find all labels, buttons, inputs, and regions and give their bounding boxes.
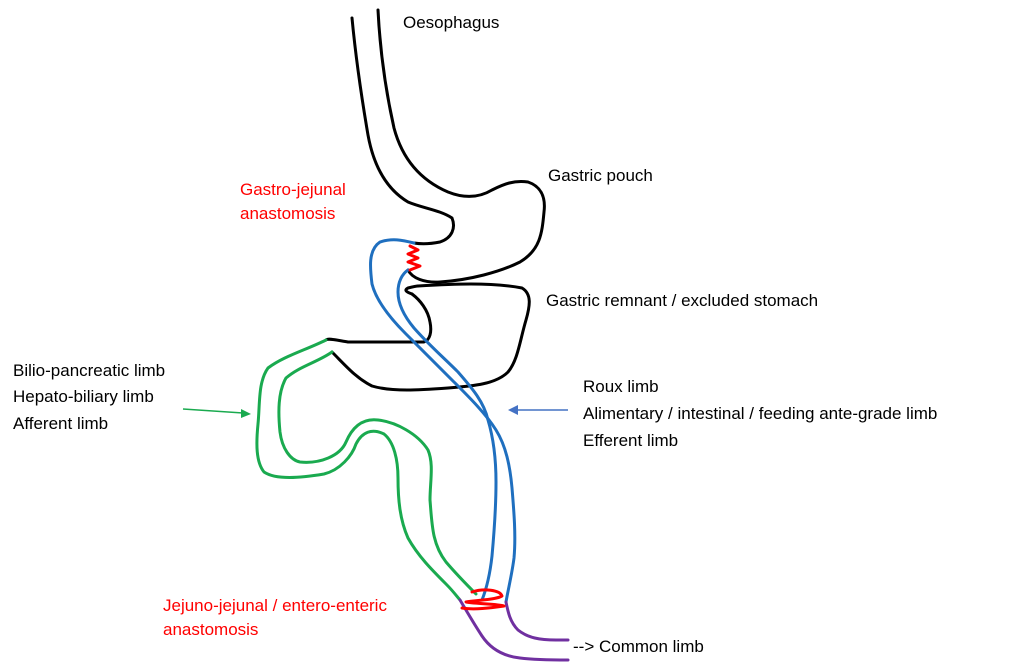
gastric-remnant-left-lip (406, 286, 418, 294)
oesophagus-label: Oesophagus (403, 13, 499, 32)
gastric-pouch-label: Gastric pouch (548, 166, 653, 185)
arrowhead-icon (508, 405, 518, 415)
roux-limb (370, 240, 514, 602)
oesophagus-left-wall (352, 18, 454, 244)
gastro-jejunal-label-line-2: anastomosis (240, 204, 335, 223)
biliopancreatic-limb (257, 340, 476, 600)
biliopancreatic-label-line-1: Bilio-pancreatic limb (13, 361, 165, 380)
gastro-jejunal-label-line-1: Gastro-jejunal (240, 180, 346, 199)
jejuno-jejunal-anastomosis-mark (462, 590, 504, 609)
gastric-remnant-outline (326, 284, 529, 390)
arrowhead-icon (241, 409, 251, 418)
roux-label-line-2: Alimentary / intestinal / feeding ante-g… (583, 404, 937, 423)
jejuno-jejunal-label-line-2: anastomosis (163, 620, 258, 639)
biliopancreatic-arrow-line (183, 409, 243, 413)
common-limb-label: --> Common limb (573, 637, 704, 656)
roux-label-line-1: Roux limb (583, 377, 659, 396)
gastro-jejunal-anastomosis-mark (408, 246, 420, 270)
biliopancreatic-label-line-2: Hepato-biliary limb (13, 387, 154, 406)
gastric-remnant-label: Gastric remnant / excluded stomach (546, 291, 818, 310)
common-limb-upper-wall (506, 602, 568, 640)
biliopancreatic-pointer-arrow (183, 409, 251, 418)
roux-label-line-3: Efferent limb (583, 431, 678, 450)
jejuno-jejunal-label-line-1: Jejuno-jejunal / entero-enteric (163, 596, 387, 615)
biliopancreatic-label-line-3: Afferent limb (13, 414, 108, 433)
roux-pointer-arrow (508, 405, 568, 415)
